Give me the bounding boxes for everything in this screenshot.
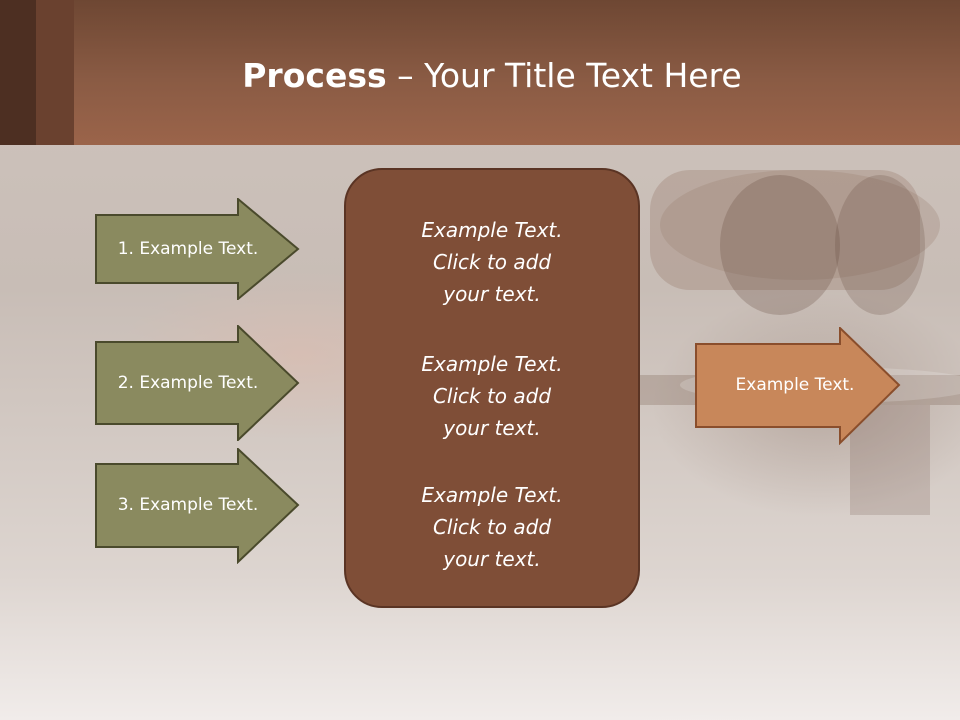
process-text-block-3: Example Text. Click to add your text. <box>346 479 638 575</box>
process-text-1-line3: your text. <box>443 282 541 306</box>
slide-title[interactable]: Process – Your Title Text Here <box>0 54 960 98</box>
process-text-block-2: Example Text. Click to add your text. <box>346 348 638 444</box>
input-arrow-3-label: 3. Example Text. <box>117 495 259 515</box>
input-arrow-2[interactable]: 2. Example Text. <box>95 325 300 441</box>
output-arrow-label: Example Text. <box>735 375 855 395</box>
header-accent-dark <box>0 0 36 145</box>
process-text-3-line1: Example Text. <box>421 483 563 507</box>
header-accent-mid <box>36 0 74 145</box>
process-text-2-line2: Click to add <box>432 384 552 408</box>
process-text-3-line2: Click to add <box>432 515 552 539</box>
title-bold: Process <box>242 56 387 95</box>
process-text-2-line1: Example Text. <box>421 352 563 376</box>
input-arrow-2-label: 2. Example Text. <box>117 373 259 393</box>
process-text-2-line3: your text. <box>443 416 541 440</box>
title-bar <box>0 0 960 145</box>
process-text-block-1: Example Text. Click to add your text. <box>346 214 638 310</box>
process-text-1-line2: Click to add <box>432 250 552 274</box>
process-text-3-line3: your text. <box>443 547 541 571</box>
input-arrow-1-label: 1. Example Text. <box>117 239 259 259</box>
output-arrow[interactable]: Example Text. <box>695 327 901 445</box>
input-arrow-1[interactable]: 1. Example Text. <box>95 198 300 300</box>
process-box[interactable]: Example Text. Click to add your text. Ex… <box>344 168 640 608</box>
title-rest: – Your Title Text Here <box>386 56 742 95</box>
process-text-1-line1: Example Text. <box>421 218 563 242</box>
input-arrow-3[interactable]: 3. Example Text. <box>95 448 300 564</box>
